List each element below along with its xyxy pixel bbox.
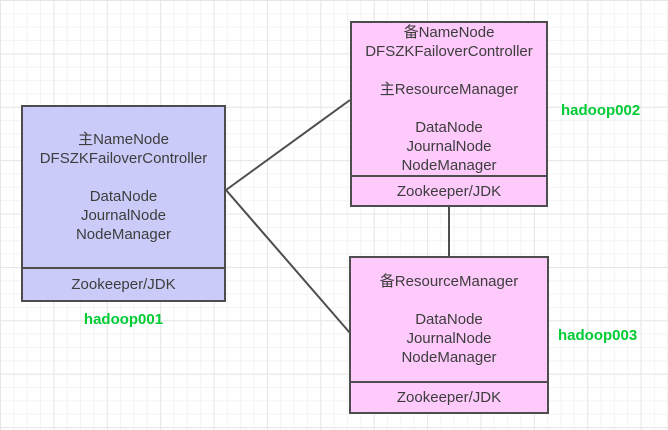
service-line-spacer (351, 291, 547, 310)
service-line: 主NameNode (78, 131, 169, 148)
host-label-hadoop003: hadoop003 (558, 327, 638, 344)
host-label-hadoop001: hadoop001 (83, 311, 164, 328)
node-hadoop003-footer-zookeeper: Zookeeper/JDK (351, 381, 547, 412)
service-line: 备NameNode (403, 24, 495, 41)
service-line: JournalNode (406, 138, 492, 155)
node-hadoop001-services: 主NameNode DFSZKFailoverController DataNo… (23, 107, 224, 267)
service-line: 主ResourceManager (379, 81, 519, 98)
service-line: 备ResourceManager (379, 273, 519, 290)
service-line: NodeManager (401, 157, 497, 174)
service-line: DFSZKFailoverController (39, 150, 208, 167)
node-hadoop001-footer-zookeeper: Zookeeper/JDK (23, 267, 224, 300)
service-line: DataNode (415, 119, 483, 136)
service-line: JournalNode (406, 330, 492, 347)
node-hadoop003-services: 备ResourceManager DataNode JournalNode No… (351, 258, 547, 381)
node-hadoop003: 备ResourceManager DataNode JournalNode No… (349, 256, 549, 414)
service-line: JournalNode (80, 207, 167, 224)
service-line: DataNode (89, 188, 158, 205)
service-line: DFSZKFailoverController (365, 43, 533, 60)
service-line: NodeManager (75, 226, 172, 243)
service-line: NodeManager (401, 349, 497, 366)
node-hadoop002: 备NameNode DFSZKFailoverController 主Resou… (350, 21, 548, 207)
node-hadoop001: 主NameNode DFSZKFailoverController DataNo… (21, 105, 226, 302)
node-hadoop002-footer-zookeeper: Zookeeper/JDK (352, 175, 546, 205)
service-line-spacer (23, 168, 224, 187)
connector-hadoop001-hadoop002 (225, 99, 351, 191)
connector-hadoop001-hadoop003 (225, 189, 351, 334)
service-line: DataNode (415, 311, 483, 328)
service-line-spacer (352, 99, 546, 118)
node-hadoop002-services: 备NameNode DFSZKFailoverController 主Resou… (352, 23, 546, 175)
service-line-spacer (352, 61, 546, 80)
host-label-hadoop002: hadoop002 (561, 102, 641, 119)
